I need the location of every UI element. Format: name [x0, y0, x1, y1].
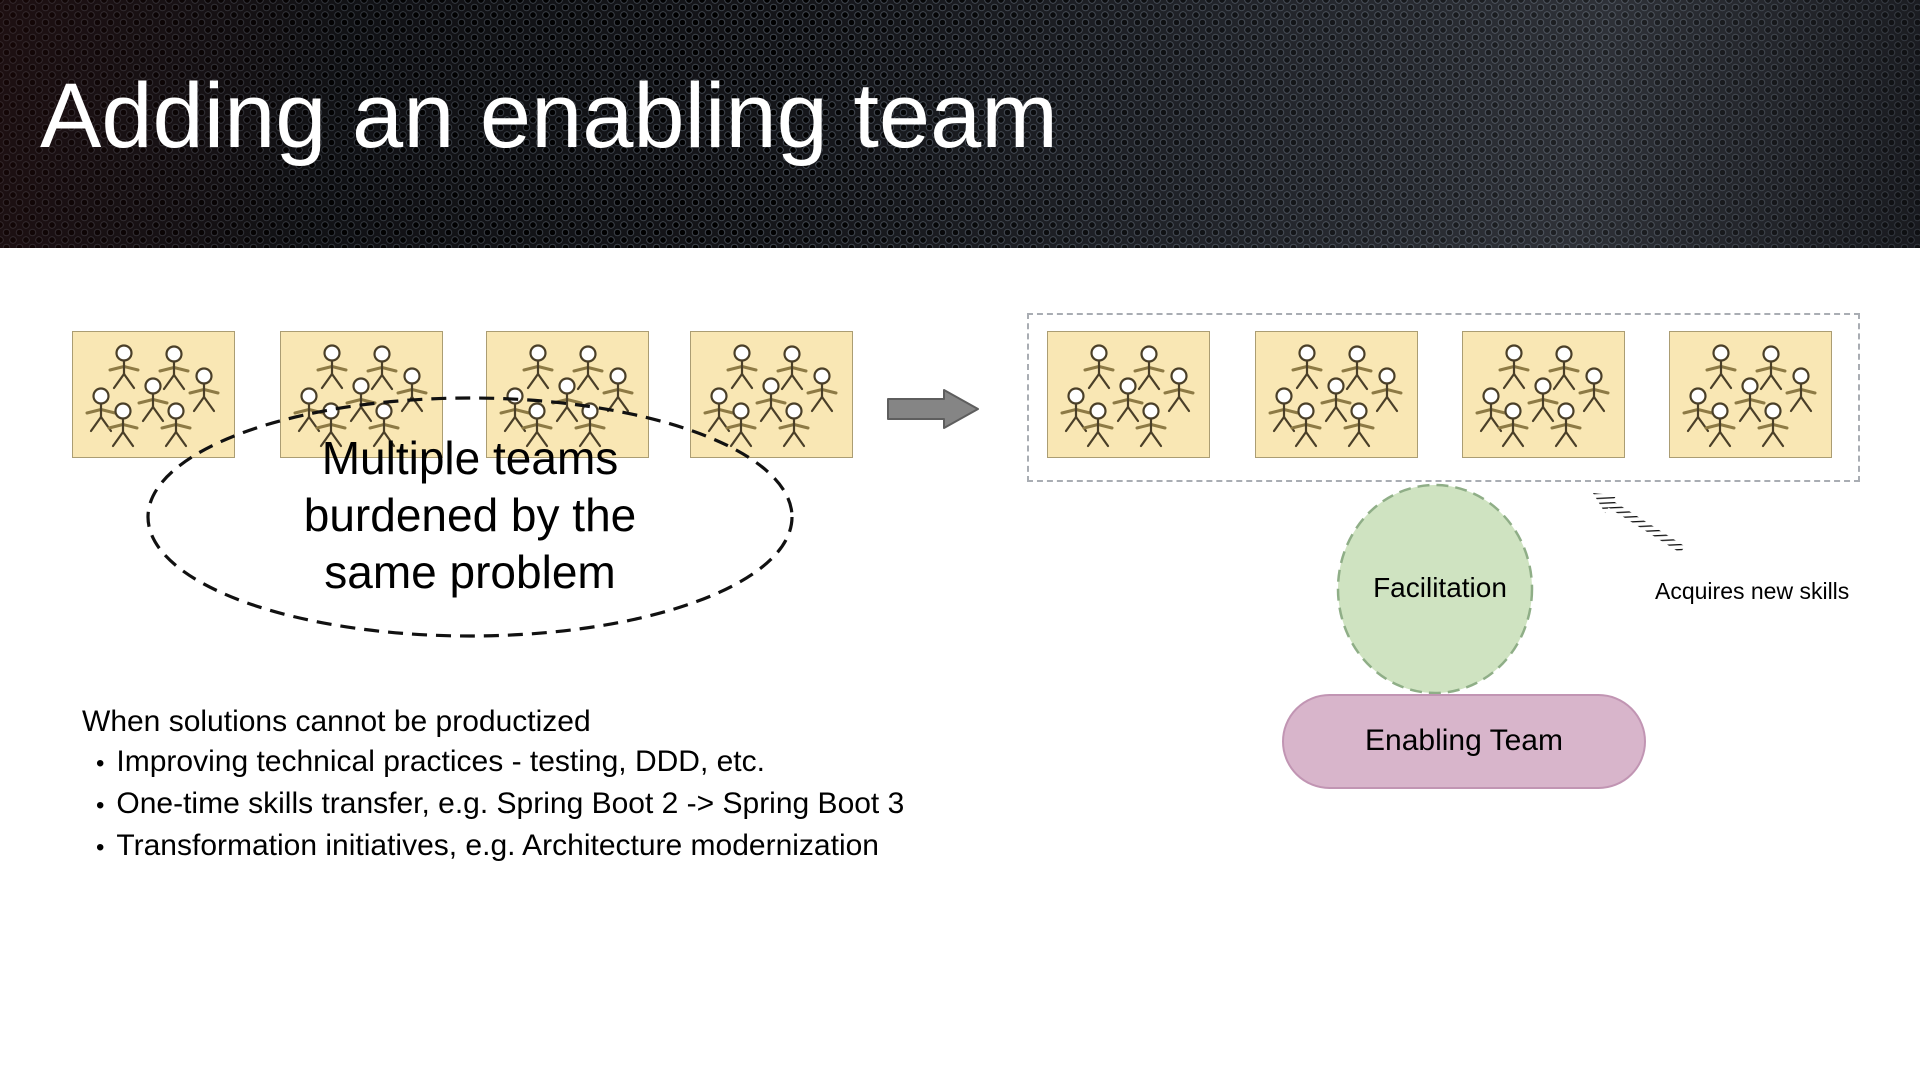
person-icon — [1578, 367, 1610, 413]
person-icon — [1341, 345, 1373, 391]
person-icon — [1704, 402, 1736, 448]
person-icon — [1371, 367, 1403, 413]
person-icon — [1290, 402, 1322, 448]
person-icon — [1060, 387, 1092, 433]
notes-list: • Improving technical practices - testing… — [82, 742, 904, 868]
notes-heading: When solutions cannot be productized — [82, 705, 591, 738]
bullet-icon: • — [96, 750, 105, 777]
person-icon — [1320, 377, 1352, 423]
team-box — [1255, 331, 1418, 458]
person-icon — [1705, 344, 1737, 390]
person-icon — [776, 345, 808, 391]
facilitation-label: Facilitation — [1373, 572, 1507, 603]
person-icon — [726, 344, 758, 390]
person-icon — [1083, 344, 1115, 390]
person-icon — [522, 344, 554, 390]
note-item: • One-time skills transfer, e.g. Spring B… — [82, 784, 904, 826]
acquires-skills-label: Acquires new skills — [1655, 578, 1850, 604]
problem-label: Multiple teams burdened by the same prob… — [303, 432, 637, 598]
team-box — [1047, 331, 1210, 458]
person-icon — [1527, 377, 1559, 423]
bullet-icon: • — [96, 792, 105, 819]
person-icon — [108, 344, 140, 390]
person-icon — [158, 345, 190, 391]
person-icon — [366, 345, 398, 391]
person-icon — [1734, 377, 1766, 423]
note-item-text: Improving technical practices - testing,… — [116, 745, 765, 778]
note-item: • Transformation initiatives, e.g. Archit… — [82, 826, 904, 868]
person-icon — [1785, 367, 1817, 413]
person-icon — [1291, 344, 1323, 390]
person-icon — [1755, 345, 1787, 391]
note-item: • Improving technical practices - testing… — [82, 742, 904, 784]
person-icon — [1550, 402, 1582, 448]
bullet-icon: • — [96, 834, 105, 861]
note-item-text: One-time skills transfer, e.g. Spring Bo… — [116, 787, 905, 820]
person-icon — [1082, 402, 1114, 448]
person-icon — [1548, 345, 1580, 391]
person-icon — [806, 367, 838, 413]
person-icon — [1163, 367, 1195, 413]
person-icon — [572, 345, 604, 391]
note-item-text: Transformation initiatives, e.g. Archite… — [116, 829, 879, 862]
enabling-team-label: Enabling Team — [1365, 724, 1563, 757]
person-icon — [1757, 402, 1789, 448]
person-icon — [107, 402, 139, 448]
enabled-teams-container — [1027, 313, 1860, 482]
person-icon — [1135, 402, 1167, 448]
slide-header: Adding an enabling team — [0, 0, 1920, 248]
person-icon — [85, 387, 117, 433]
slide-title: Adding an enabling team — [40, 65, 1058, 167]
person-icon — [316, 344, 348, 390]
person-icon — [1475, 387, 1507, 433]
notes-block: When solutions cannot be productized • Im… — [82, 702, 904, 868]
team-box — [1462, 331, 1625, 458]
person-icon — [1133, 345, 1165, 391]
person-icon — [1112, 377, 1144, 423]
person-icon — [1343, 402, 1375, 448]
person-icon — [1497, 402, 1529, 448]
team-box — [1669, 331, 1832, 458]
person-icon — [1498, 344, 1530, 390]
